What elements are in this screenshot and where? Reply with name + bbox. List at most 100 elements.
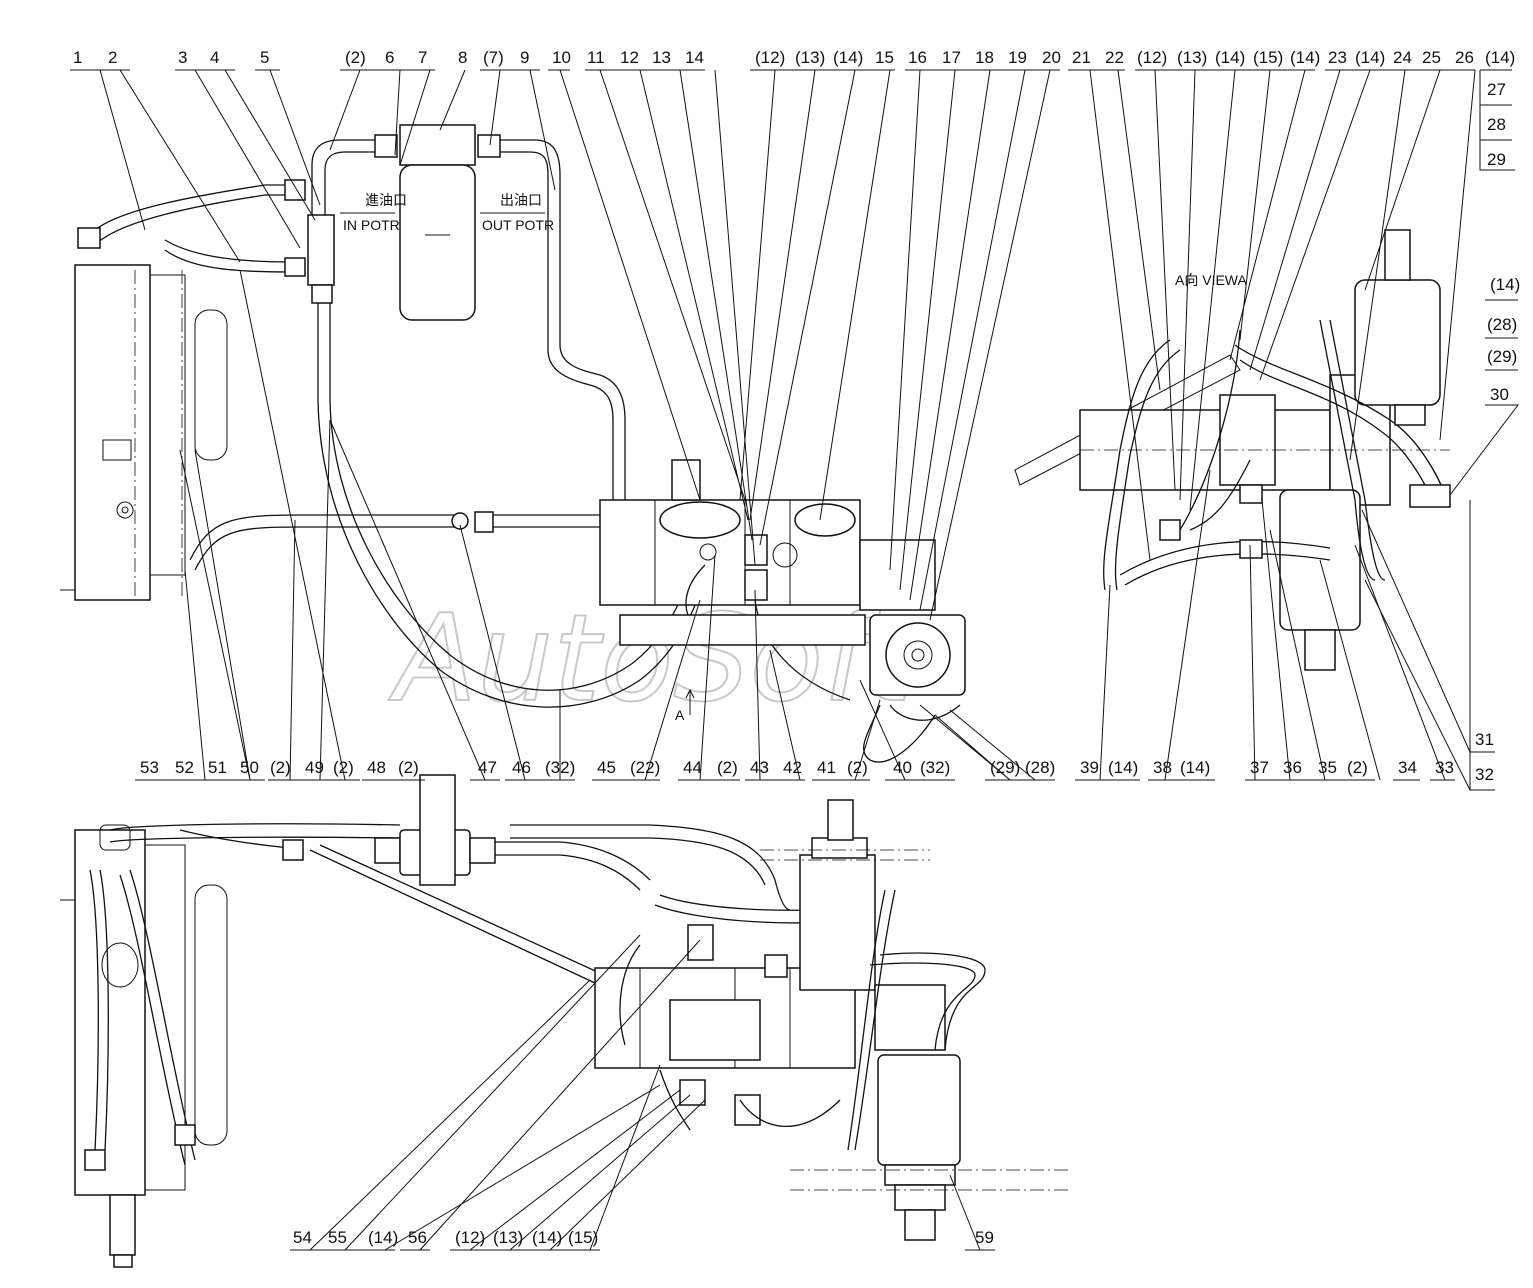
callout-label: 22	[1105, 48, 1124, 67]
callout-label: 13	[652, 48, 671, 67]
callout-label: (12)	[755, 48, 785, 67]
callout-label: (14)	[833, 48, 863, 67]
callout-label: 12	[620, 48, 639, 67]
callout-label: 31	[1475, 730, 1494, 749]
callout-label: 6	[385, 48, 394, 67]
bottom-hoses	[84, 774, 871, 1171]
callout-label: 56	[408, 1228, 427, 1247]
callout-label: (14)	[532, 1228, 562, 1247]
callout-label: 4	[210, 48, 219, 67]
callout-label: (29)	[990, 758, 1020, 777]
callout-label: 25	[1422, 48, 1441, 67]
callout-label: 36	[1283, 758, 1302, 777]
callout-label: (14)	[1108, 758, 1138, 777]
callout-label: (2)	[1347, 758, 1368, 777]
watermark: AutoSoft	[388, 590, 916, 729]
filter-port-labels: 進油口 IN POTR 出油口 OUT POTR	[340, 192, 554, 233]
callout-label: (12)	[1137, 48, 1167, 67]
outlet-label-en: OUT POTR	[482, 217, 554, 233]
callout-label: (2)	[717, 758, 738, 777]
callout-label: 39	[1080, 758, 1099, 777]
callout-label: (2)	[847, 758, 868, 777]
callout-label: 1	[73, 48, 82, 67]
callout-label: (15)	[568, 1228, 598, 1247]
callout-label: 11	[587, 48, 605, 67]
callout-label: 48	[367, 758, 386, 777]
callout-label: (14)	[1215, 48, 1245, 67]
callout-label: 9	[520, 48, 529, 67]
callout-label: 41	[817, 758, 836, 777]
callout-label: (12)	[455, 1228, 485, 1247]
callout-label: (13)	[795, 48, 825, 67]
callout-label: 44	[683, 758, 702, 777]
callouts-right-stack: 27 28 29 (14) (28) (29) 30 31 32	[1361, 70, 1520, 791]
outlet-label-cn: 出油口	[500, 192, 542, 208]
callout-label: (28)	[1487, 315, 1517, 334]
callout-label: (29)	[1487, 347, 1517, 366]
callout-label: 27	[1487, 80, 1506, 99]
callout-label: 30	[1490, 385, 1509, 404]
inlet-label-cn: 進油口	[365, 192, 407, 208]
view-a-assembly	[1014, 229, 1451, 671]
callout-label: 35	[1318, 758, 1337, 777]
callouts-top-row: 1 2 3 4 5 (2) 6 7 8 (7) 9 10 11 12 13 14…	[70, 48, 1515, 621]
callouts-bottom-row: 54 55 (14) 56 (12) (13) (14) (15) 59	[290, 934, 995, 1251]
callout-label: 3	[178, 48, 187, 67]
callout-label: (14)	[1485, 48, 1515, 67]
callout-label: 8	[458, 48, 467, 67]
callout-label: 23	[1328, 48, 1347, 67]
callout-label: (13)	[493, 1228, 523, 1247]
callout-label: 10	[552, 48, 571, 67]
callout-label: 45	[597, 758, 616, 777]
callout-label: (14)	[368, 1228, 398, 1247]
callout-label: (14)	[1490, 275, 1520, 294]
oil-cooler-bottom	[60, 824, 228, 1268]
callout-label: 53	[140, 758, 159, 777]
view-a-label: A向 VIEWA	[1175, 272, 1247, 288]
callout-label: 24	[1393, 48, 1412, 67]
callout-label: 59	[975, 1228, 994, 1247]
callout-label: 2	[108, 48, 117, 67]
callout-label: 17	[942, 48, 961, 67]
callout-label: (22)	[630, 758, 660, 777]
valve-block-bottom	[594, 799, 1070, 1241]
callout-label: (2)	[345, 48, 366, 67]
callout-label: 5	[260, 48, 269, 67]
callout-label: 28	[1487, 115, 1506, 134]
callout-label: 42	[783, 758, 802, 777]
callout-label: 16	[908, 48, 927, 67]
callout-label: 51	[208, 758, 227, 777]
oil-cooler-top	[60, 264, 228, 601]
callout-label: 29	[1487, 150, 1506, 169]
callout-label: 47	[478, 758, 497, 777]
callout-label: (13)	[1177, 48, 1207, 67]
callout-label: 50	[240, 758, 259, 777]
callout-label: (14)	[1355, 48, 1385, 67]
inlet-label-en: IN POTR	[343, 217, 400, 233]
valve-block-top	[599, 459, 966, 763]
callout-label: 15	[875, 48, 894, 67]
callout-label: 38	[1153, 758, 1172, 777]
callout-label: 7	[418, 48, 427, 67]
callout-label: 26	[1455, 48, 1474, 67]
callout-label: (15)	[1253, 48, 1283, 67]
callout-label: 34	[1398, 758, 1417, 777]
callout-label: (2)	[333, 758, 354, 777]
callout-label: 19	[1008, 48, 1027, 67]
callout-label: 14	[685, 48, 704, 67]
callout-label: (7)	[483, 48, 504, 67]
callout-label: 33	[1435, 758, 1454, 777]
callout-label: 32	[1475, 765, 1494, 784]
callout-label: 18	[975, 48, 994, 67]
arrow-a-label: A	[675, 707, 685, 723]
callout-label: 20	[1042, 48, 1061, 67]
callout-label: (2)	[270, 758, 291, 777]
callouts-mid-row: 53 52 51 50 (2) 49 (2) 48 (2) 47 46 (32)…	[135, 269, 1455, 781]
callout-label: (14)	[1290, 48, 1320, 67]
callout-label: (28)	[1025, 758, 1055, 777]
callout-label: 54	[293, 1228, 312, 1247]
callout-label: 55	[328, 1228, 347, 1247]
callout-label: (2)	[398, 758, 419, 777]
callout-label: (32)	[920, 758, 950, 777]
